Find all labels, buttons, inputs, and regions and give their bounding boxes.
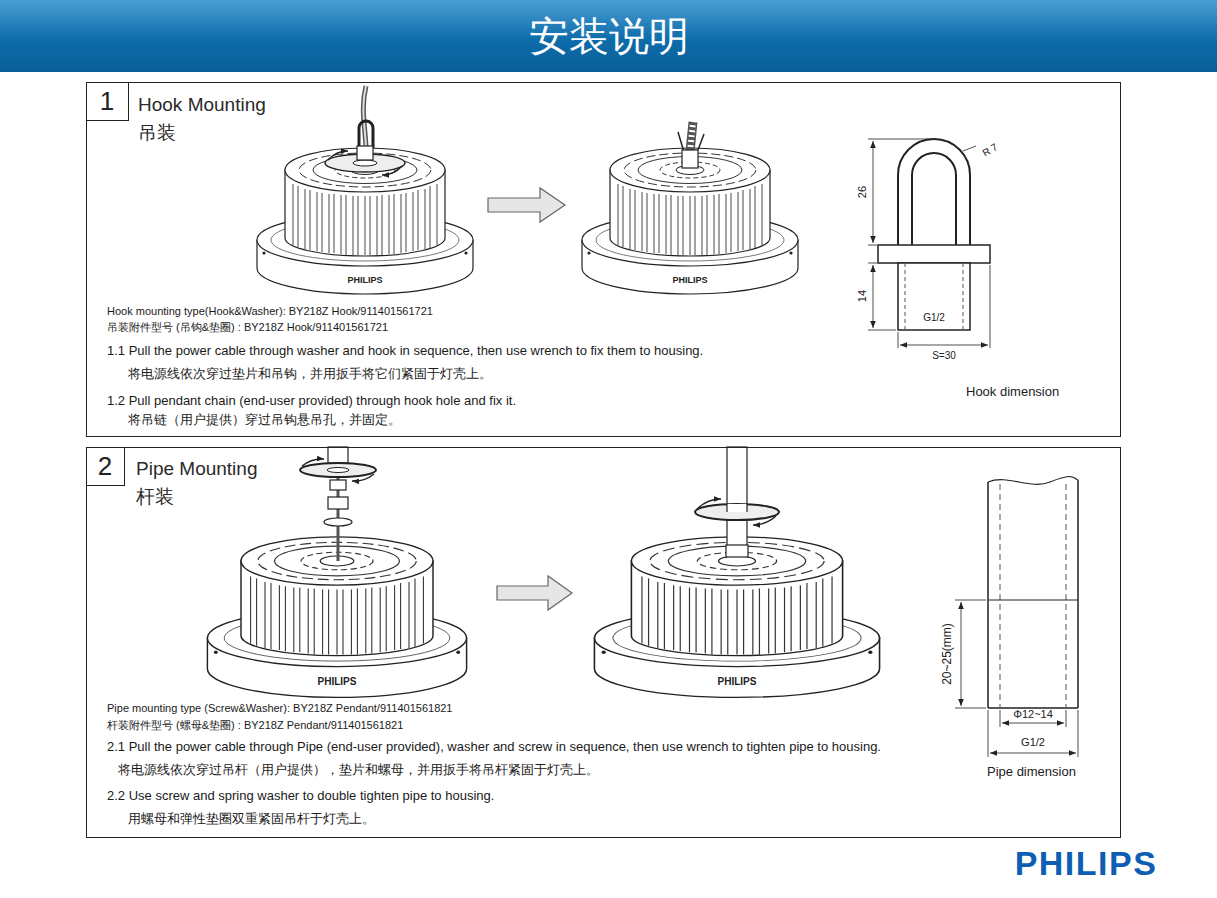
dimension-label: Φ12~14 bbox=[1013, 708, 1053, 721]
pipe-outline bbox=[988, 480, 1078, 708]
spring-washer bbox=[324, 518, 352, 526]
dimension-line bbox=[990, 753, 1076, 754]
section-heading: 杆装 bbox=[136, 486, 174, 509]
power-cable-core bbox=[363, 86, 366, 150]
hook-thread bbox=[898, 263, 970, 330]
washer-hole bbox=[353, 160, 377, 166]
brand-label: PHILIPS bbox=[672, 275, 707, 285]
washer bbox=[695, 504, 779, 520]
dimension-line bbox=[961, 602, 962, 706]
hook-nut bbox=[878, 245, 990, 263]
dimension-label: 14 bbox=[856, 290, 869, 302]
step-arrow bbox=[488, 188, 565, 222]
instruction-text: 将电源线依次穿过垫片和吊钩，并用扳手将它们紧固于灯壳上。 bbox=[128, 366, 492, 382]
instruction-text: 将吊链（用户提供）穿过吊钩悬吊孔，并固定。 bbox=[128, 412, 401, 428]
lamp-drawing bbox=[594, 537, 879, 698]
hook-nut bbox=[682, 150, 698, 168]
instruction-text: 用螺母和弹性垫圈双重紧固吊杆于灯壳上。 bbox=[128, 811, 375, 827]
hook-outline bbox=[898, 139, 970, 245]
pipe-inner-line bbox=[1000, 484, 1066, 708]
dimension-line bbox=[1002, 723, 1064, 724]
extension-line bbox=[955, 600, 986, 708]
rotation-arrow bbox=[328, 151, 348, 160]
nut bbox=[726, 545, 748, 557]
lamp-drawing bbox=[582, 148, 798, 294]
washer bbox=[300, 463, 376, 477]
pipe-break bbox=[988, 477, 1078, 485]
lamp-drawing bbox=[257, 148, 473, 294]
section-panel: Pipe Mounting 杆装 Pipe mounting type (Screw… bbox=[86, 447, 1121, 838]
brand-label: PHILIPS bbox=[718, 676, 757, 688]
rotation-arrow bbox=[382, 166, 402, 175]
brand-label: PHILIPS bbox=[318, 676, 357, 688]
thread-line bbox=[988, 600, 1078, 601]
instruction-text: 杆装附件型号 (螺母&垫圈) : BY218Z Pendant/91140156… bbox=[107, 719, 403, 732]
pipe-front bbox=[727, 504, 747, 512]
dimension-label: G1/2 bbox=[1021, 736, 1045, 749]
dimension-line bbox=[873, 141, 874, 243]
dimension-line bbox=[873, 265, 874, 328]
rotation-arrow bbox=[753, 516, 776, 525]
rotation-arrow bbox=[302, 459, 324, 466]
step-number: 1 bbox=[100, 88, 114, 114]
cable-wires bbox=[678, 132, 704, 152]
dimension-label: 20~25(mm) bbox=[941, 623, 955, 685]
pipe-edge bbox=[727, 504, 747, 512]
page-title: 安装说明 bbox=[0, 0, 1217, 72]
cable-braid bbox=[690, 122, 693, 152]
step-number-box: 1 bbox=[86, 82, 129, 121]
instruction-text: 1.1 Pull the power cable through washer … bbox=[107, 343, 703, 359]
nut bbox=[330, 480, 346, 490]
dimension-line bbox=[900, 345, 988, 346]
instruction-text: 2.2 Use screw and spring washer to doubl… bbox=[107, 788, 494, 804]
hook-nut bbox=[357, 146, 373, 160]
dimension-label: 26 bbox=[856, 186, 869, 198]
pipe bbox=[328, 447, 348, 463]
brand-label: PHILIPS bbox=[347, 275, 382, 285]
dimension-label: R 7 bbox=[980, 141, 999, 159]
extension-line bbox=[868, 139, 932, 330]
brand-logo: PHILIPS bbox=[1015, 844, 1158, 883]
instruction-text: Hook mounting type(Hook&Washer): BY218Z … bbox=[107, 305, 433, 318]
leader-line bbox=[963, 146, 976, 151]
power-cable bbox=[363, 86, 366, 150]
step-arrow bbox=[497, 576, 572, 610]
instruction-text: 1.2 Pull pendant chain (end-user provide… bbox=[107, 393, 516, 409]
instruction-text: Pipe mounting type (Screw&Washer): BY218… bbox=[107, 702, 453, 715]
figure-caption: Pipe dimension bbox=[987, 765, 1076, 780]
step-number: 2 bbox=[98, 453, 112, 479]
nut bbox=[328, 497, 348, 509]
dimension-label: G1/2 bbox=[921, 312, 947, 324]
hook-outline bbox=[912, 153, 956, 245]
power-cable bbox=[690, 122, 693, 152]
instruction-text: 吊装附件型号 (吊钩&垫圈) : BY218Z Hook/91140156172… bbox=[107, 321, 388, 334]
washer-hole bbox=[327, 468, 349, 473]
section-heading: Pipe Mounting bbox=[136, 458, 257, 481]
dimension-label: S=30 bbox=[932, 350, 956, 362]
pipe bbox=[727, 447, 747, 547]
section-heading: 吊装 bbox=[138, 122, 176, 145]
section-heading: Hook Mounting bbox=[138, 94, 266, 117]
rotation-arrow bbox=[352, 474, 374, 481]
rotation-arrow bbox=[698, 499, 721, 508]
step-number-box: 2 bbox=[86, 447, 125, 486]
figure-caption: Hook dimension bbox=[966, 385, 1059, 400]
instruction-text: 2.1 Pull the power cable through Pipe (e… bbox=[107, 739, 881, 755]
thread-line bbox=[905, 263, 963, 330]
section-panel: Hook Mounting 吊装 Hook mounting type(Hook&W… bbox=[86, 82, 1121, 437]
hook bbox=[359, 121, 373, 148]
instruction-text: 将电源线依次穿过吊杆（用户提供），垫片和螺母，并用扳手将吊杆紧固于灯壳上。 bbox=[118, 762, 599, 778]
extension-line bbox=[898, 265, 990, 348]
